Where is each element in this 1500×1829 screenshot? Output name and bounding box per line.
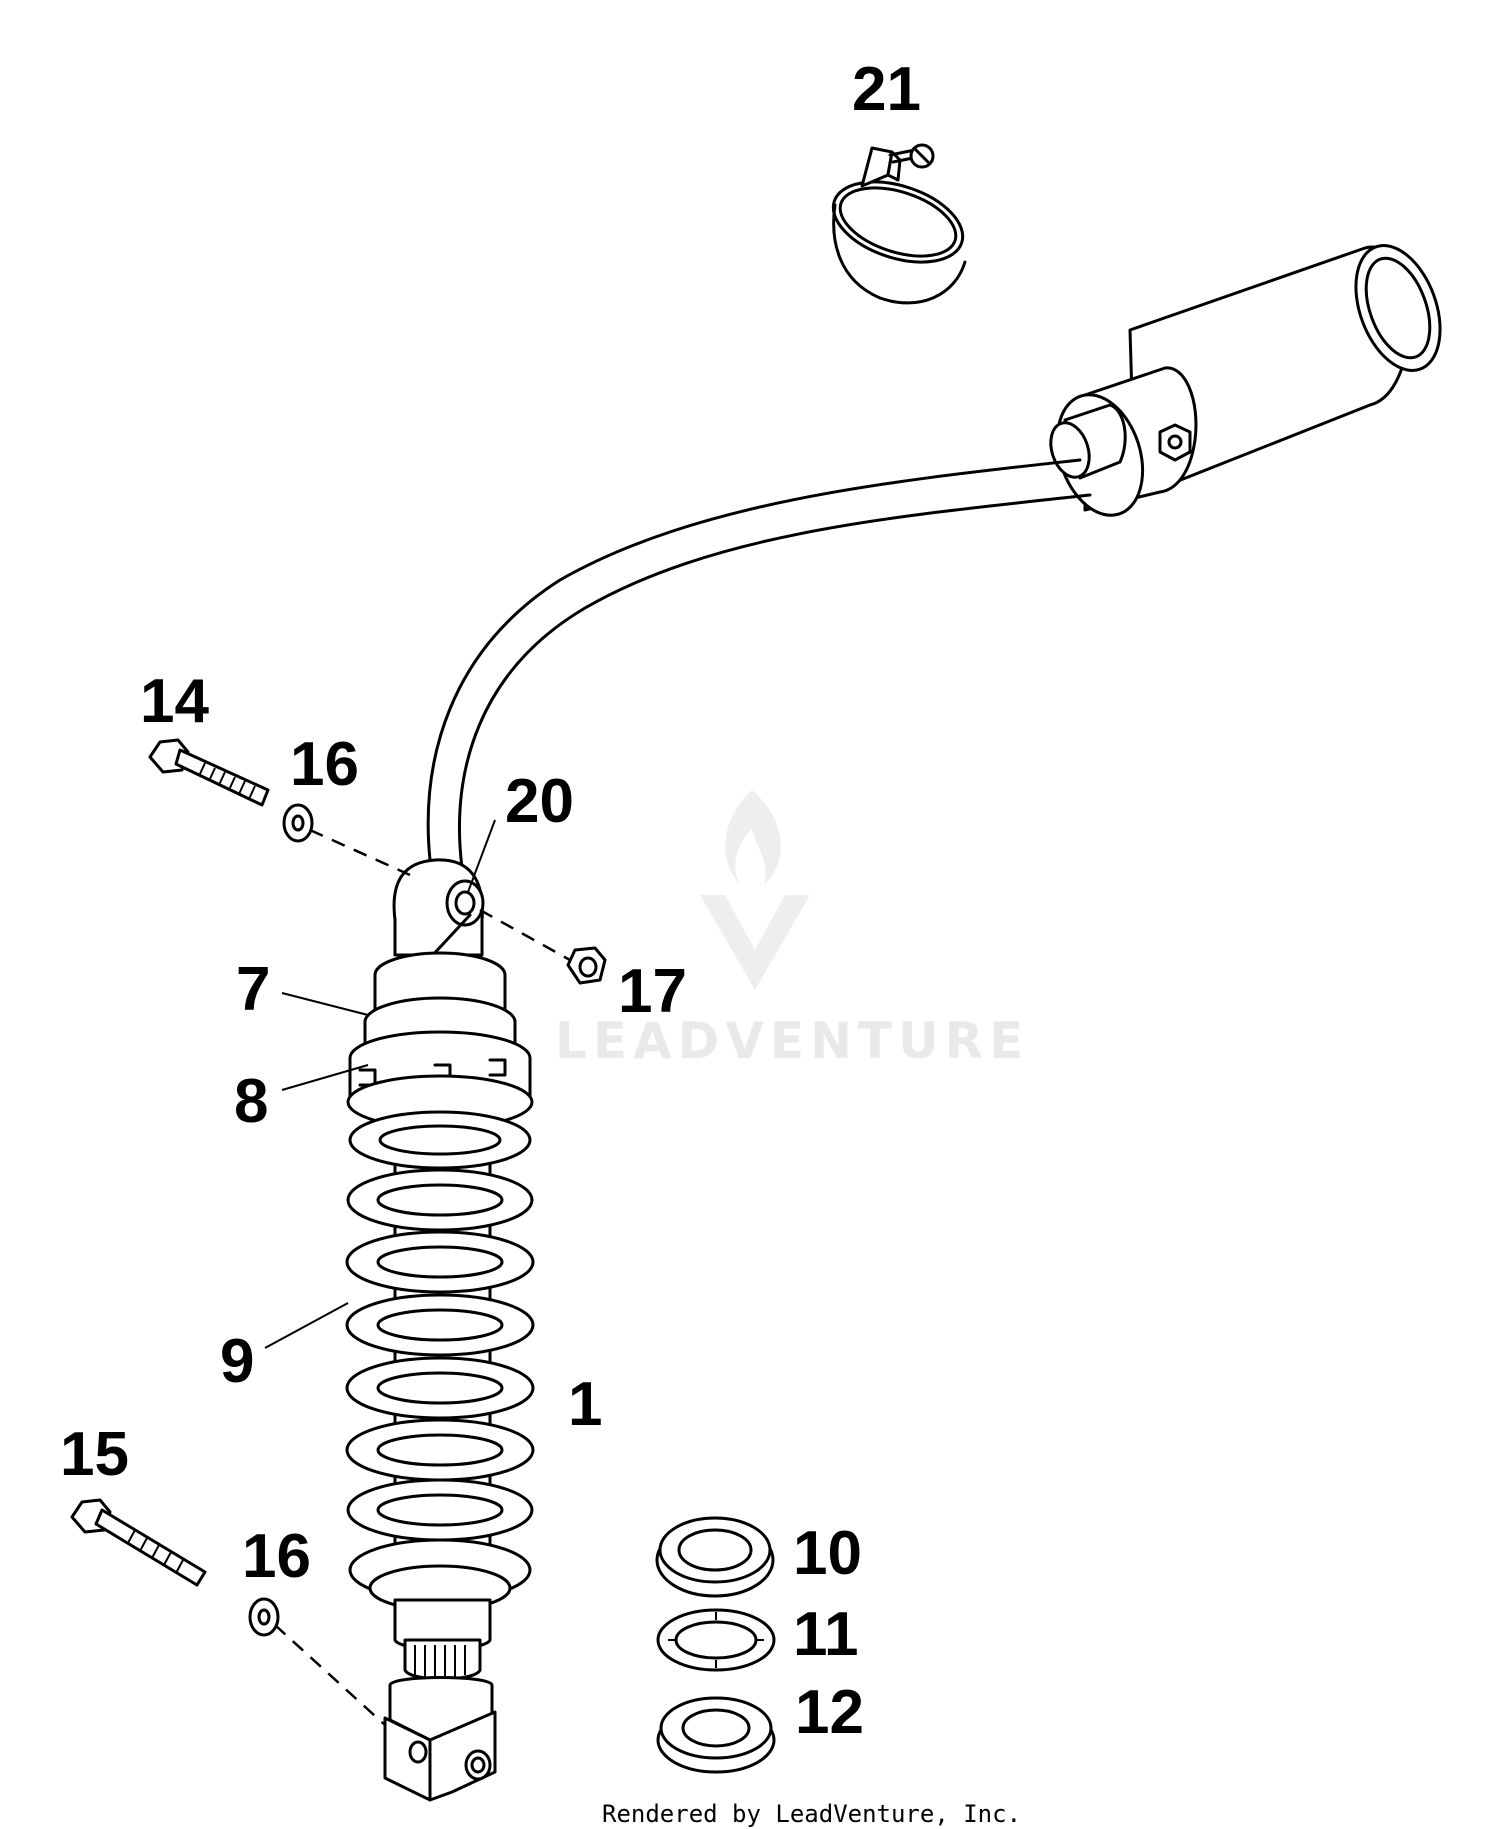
callout-1: 1 <box>568 1370 602 1439</box>
callout-10: 10 <box>793 1519 862 1588</box>
callout-16-upper: 16 <box>290 730 359 799</box>
lower-washer-part <box>248 1597 280 1637</box>
bump-cup-part <box>656 1696 776 1774</box>
flame-logo-icon <box>700 790 810 990</box>
retaining-washer-part <box>656 1608 776 1672</box>
callout-16-lower: 16 <box>242 1522 311 1591</box>
alignment-dash-lines <box>274 828 571 1726</box>
seal-ring-part <box>655 1516 775 1598</box>
callout-9: 9 <box>220 1327 254 1396</box>
coil-spring-part <box>345 1110 535 1612</box>
callout-8: 8 <box>234 1067 268 1136</box>
leader-lines <box>264 819 496 1349</box>
callout-12: 12 <box>795 1678 864 1747</box>
callout-21: 21 <box>852 55 921 124</box>
reservoir-hose-part <box>426 458 1092 870</box>
callout-11: 11 <box>793 1600 859 1669</box>
nut-part <box>566 946 607 985</box>
shock-top-eye-part <box>392 858 485 960</box>
callout-17: 17 <box>618 957 687 1026</box>
render-credit: Rendered by LeadVenture, Inc. <box>602 1800 1021 1828</box>
watermark-text: LEADVENTURE <box>555 1012 1029 1070</box>
leadventure-watermark: LEADVENTURE <box>555 790 1029 1070</box>
shock-body-part <box>346 951 534 1130</box>
upper-washer-part <box>282 803 314 843</box>
callout-15: 15 <box>60 1420 129 1489</box>
lower-bolt-part <box>70 1498 207 1587</box>
callout-20: 20 <box>505 767 574 836</box>
reservoir-canister-part <box>1049 244 1442 517</box>
shock-lower-clevis-part <box>383 1598 497 1802</box>
hose-clamp-part <box>831 143 967 305</box>
callout-7: 7 <box>236 955 270 1024</box>
callout-14: 14 <box>140 667 209 736</box>
upper-bolt-part <box>148 738 270 807</box>
